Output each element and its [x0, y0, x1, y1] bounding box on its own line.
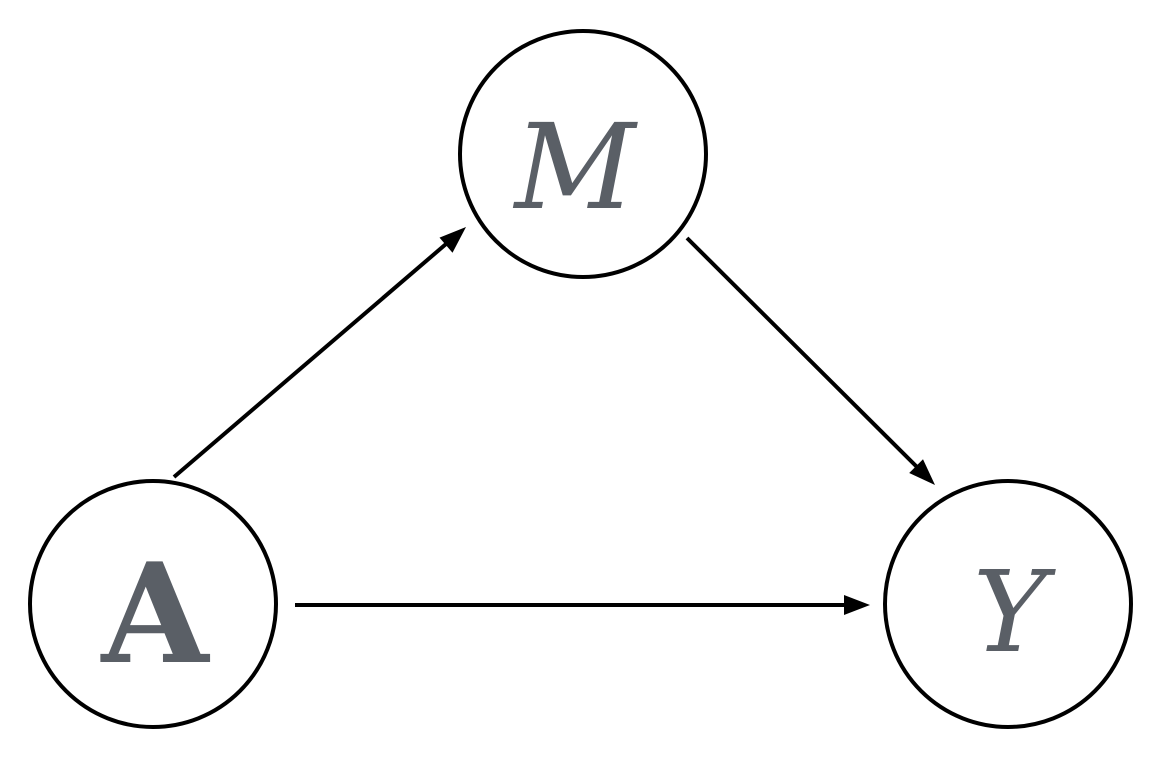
arrowhead-a-to-m: [439, 227, 466, 253]
arrowhead-a-to-y: [844, 595, 870, 615]
node-a-label: A: [99, 532, 210, 695]
edge-a-to-y: [295, 595, 870, 615]
node-y: Y: [883, 479, 1133, 729]
node-y-label: Y: [973, 548, 1056, 678]
arrowhead-m-to-y: [909, 459, 935, 485]
node-a: A: [28, 479, 278, 729]
edge-m-to-y: [685, 236, 935, 485]
node-y-circle: [883, 479, 1133, 729]
node-m-label: M: [513, 98, 639, 236]
edge-a-to-m: [172, 227, 466, 479]
node-m-circle: [458, 29, 708, 279]
node-a-circle: [28, 479, 278, 729]
node-m: M: [458, 29, 708, 279]
